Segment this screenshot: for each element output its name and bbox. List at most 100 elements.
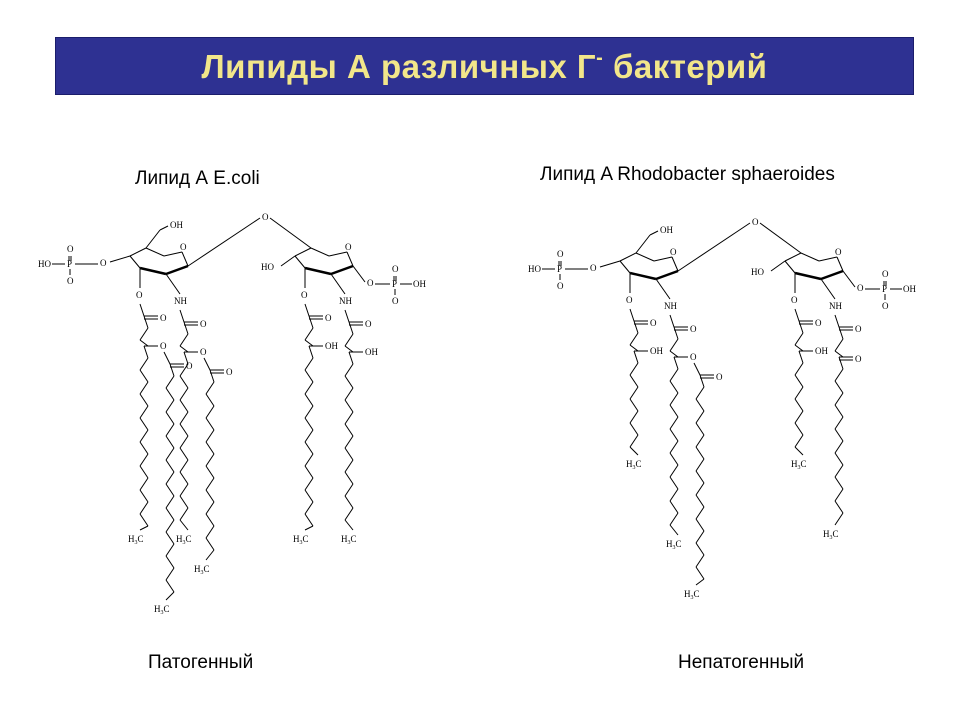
phosphorus: P [882,284,887,294]
amide-nh: NH [174,296,187,306]
ch2oh-bond [159,225,169,231]
chain-bond [633,320,639,334]
chain-bond [165,507,175,521]
chain-bond [179,375,189,389]
ring-bond [346,251,354,267]
chain-bond [834,440,844,454]
carbonyl-oxygen: O [200,319,207,329]
hydroxyl: OH [325,341,338,351]
chain-bond [139,453,149,467]
chain-bond [139,339,149,347]
ring-bond [671,256,679,272]
chain-bond [669,524,679,536]
hydroxyl: OH [365,347,378,357]
ester-oxygen: O [301,290,308,300]
acyloxy-bond [203,357,211,371]
ring-bond [629,271,657,281]
chain-bond [794,422,804,436]
chain-bond [205,537,215,551]
chain-bond [179,435,189,449]
chain-bond [344,345,354,353]
chain-bond [798,320,804,334]
chain-bond [344,519,354,531]
ring-bond [181,251,189,267]
chain-bond [344,483,354,497]
carbonyl-oxygen: O [365,319,372,329]
chain-bond [629,344,639,352]
ring-bond [619,260,631,274]
hydroxyl: OH [650,346,663,356]
acyl-bond [669,314,675,328]
chain-bond [834,380,844,394]
chain-bond [304,393,314,407]
chain-bond [699,374,705,388]
hydroxyl: OH [815,346,828,356]
amide-nh: NH [664,301,677,311]
chain-bond [304,525,314,531]
chain-bond [834,464,844,478]
ester-oxygen: O [857,283,864,293]
chain-bond [695,482,705,496]
chain-bond [179,363,189,377]
chain-bond [139,369,149,383]
glycosidic-bond [759,222,802,254]
chain-bond [695,410,705,424]
phosphate-oxygen: O [557,249,564,259]
chain-bond [794,398,804,412]
chain-bond [344,495,354,509]
chain-bond [834,350,844,358]
chain-bond [834,368,844,382]
chain-bond [673,356,679,370]
methyl-label: H3C [684,589,700,601]
chain-bond [139,393,149,407]
chain-bond [169,363,175,377]
chain-bond [165,483,175,497]
chain-bond [205,477,215,491]
carbonyl-oxygen: O [690,324,697,334]
ester-oxygen: O [690,352,697,362]
chain-bond [139,381,149,395]
ester-oxygen: O [791,295,798,305]
methyl-label: H3C [194,564,210,576]
ring-oxygen: O [835,247,842,257]
ester-oxygen: O [590,263,597,273]
chain-bond [344,333,354,347]
chain-bond [794,434,804,448]
left-heading: Липид А E.coli [135,168,260,189]
amide-nh: NH [339,296,352,306]
chain-bond [165,423,175,437]
chain-bond [139,489,149,503]
chain-bond [669,500,679,514]
chain-bond [838,356,844,370]
ring-substituent [770,260,786,272]
chain-bond [205,453,215,467]
chain-bond [669,380,679,394]
chain-bond [695,530,705,544]
ring-oxygen: O [180,242,187,252]
chain-bond [139,417,149,431]
left-caption: Патогенный [148,652,254,673]
ring-bond [145,247,165,257]
chain-bond [669,428,679,442]
acyl-bond [165,273,181,295]
chain-bond [165,387,175,401]
ring-bond [619,252,637,262]
chain-bond [165,411,175,425]
amide-nh: NH [829,301,842,311]
ester-oxygen: O [626,295,633,305]
carbonyl-oxygen: O [815,318,822,328]
ring-bond [784,252,802,262]
chain-bond [179,495,189,509]
chain-bond [344,447,354,461]
chain-bond [669,416,679,430]
title-bar: Липиды А различных Г- бактерий [55,37,914,95]
chain-bond [629,398,639,412]
right-caption: Непатогенный [678,652,805,673]
chain-bond [304,417,314,431]
glycosidic-bond [269,217,312,249]
methyl-label: H3C [154,604,170,616]
chain-bond [344,471,354,485]
chain-bond [669,476,679,490]
chain-bond [205,441,215,455]
chain-bond [344,411,354,425]
